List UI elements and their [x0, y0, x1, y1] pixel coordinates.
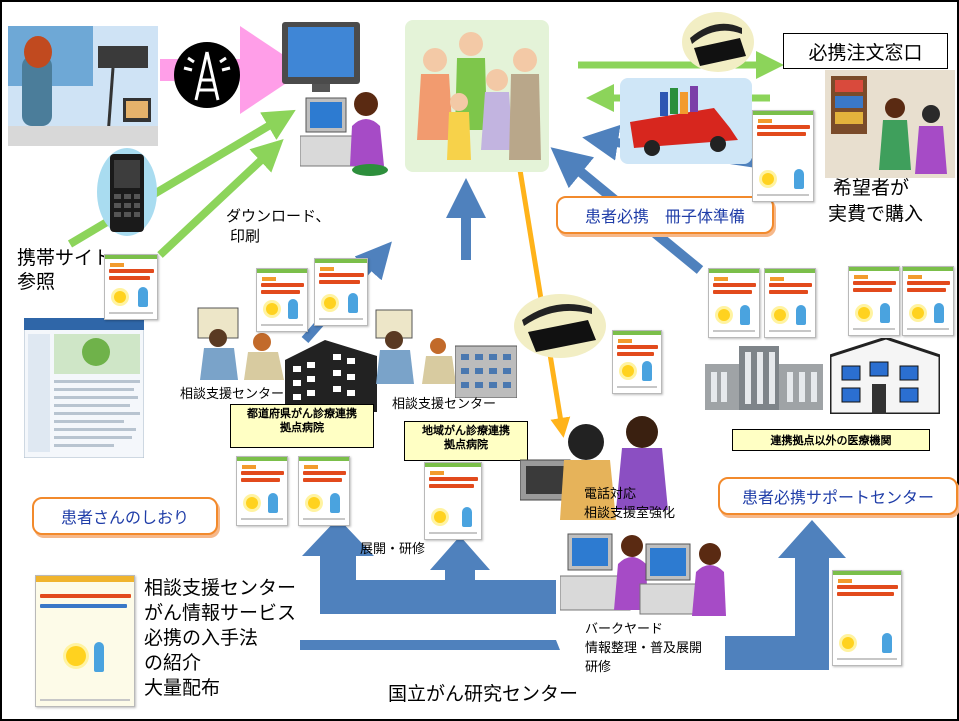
desktop-monitor-icon [282, 22, 360, 92]
booklet-icon [236, 456, 288, 526]
prefectural-hospital-line-1: 都道府県がん診療連携 [247, 407, 357, 420]
patient-guide-booklet [35, 575, 135, 707]
broadcast-tower-icon [172, 40, 242, 110]
booklet-icon [902, 266, 954, 336]
left-list-item-2: がん情報サービス [144, 602, 297, 624]
patient-guide-text: 患者さんのしおり [60, 508, 189, 527]
order-window-text: 必携注文窓口 [808, 41, 923, 64]
deploy-training-label: 展開・研修 [360, 542, 426, 557]
left-list-item-1: 相談支援センター [144, 577, 297, 599]
booklet-icon [752, 110, 814, 202]
phone-support-label: 電話対応 [584, 487, 637, 502]
print-label: 印刷 [230, 227, 261, 245]
backyard-label-1: バークヤード [585, 622, 664, 637]
order-window-label: 必携注文窓口 [783, 33, 948, 69]
left-list-item-4: の紹介 [144, 652, 202, 674]
consult-center-label-2: 相談支援センター [392, 397, 497, 412]
download-label: ダウンロード、 [226, 207, 331, 225]
buyer-label-1: 希望者が [833, 177, 910, 199]
blue-flow-mid [430, 536, 556, 598]
booklet-icon [764, 268, 816, 338]
other-institutions-box: 連携拠点以外の医療機関 [732, 429, 930, 451]
delivery-truck-icon [620, 78, 752, 164]
woman-at-computer-icon [559, 524, 730, 620]
reference-label: 参照 [17, 271, 56, 293]
support-center-text: 患者必携サポートセンター [741, 488, 934, 507]
clinic-building-icon [828, 336, 942, 416]
prefectural-hospital-line-2: 拠点病院 [280, 420, 324, 434]
bookstore-icon [825, 70, 955, 178]
meeting-icon [368, 306, 464, 384]
woman-at-computer-icon [299, 86, 396, 178]
meeting-icon [188, 302, 298, 380]
backyard-label-3: 研修 [585, 660, 612, 675]
consult-room-label: 相談支援室強化 [584, 506, 676, 521]
ncc-label: 国立がん研究センター [388, 683, 579, 705]
patient-guide-callout: 患者さんのしおり [32, 497, 218, 535]
booklet-icon [708, 268, 760, 338]
family-icon [405, 20, 549, 172]
booklet-icon [424, 462, 482, 540]
blue-flow-right [725, 520, 846, 670]
prefectural-hospital-box: 都道府県がん診療連携 拠点病院 [230, 404, 374, 448]
telephone-icon [680, 8, 756, 74]
website-screenshot-icon [23, 317, 145, 459]
buyer-label-2: 実費で購入 [828, 203, 924, 225]
regional-hospital-box: 地域がん診療連携 拠点病院 [404, 421, 528, 461]
hospital-building-icon [285, 340, 377, 412]
booklet-icon [104, 254, 158, 320]
left-list-item-5: 大量配布 [144, 677, 221, 699]
booklet-icon [314, 258, 368, 326]
green-arrow-site-to-pc [157, 139, 284, 258]
hospital-building-icon [705, 346, 823, 410]
backyard-label-2: 情報整理・普及展開 [585, 641, 703, 656]
left-list-item-3: 必携の入手法 [144, 627, 259, 649]
telephone-icon [512, 290, 608, 360]
support-center-callout: 患者必携サポートセンター [718, 477, 958, 515]
regional-hospital-line-1: 地域がん診療連携 [422, 424, 510, 437]
call-center-operators-icon [519, 410, 680, 520]
booklet-icon [612, 330, 662, 394]
green-arrow-phone-to-pc [67, 109, 296, 248]
booklet-prep-callout: 患者必携 冊子体準備 [556, 196, 774, 234]
regional-hospital-line-2: 拠点病院 [444, 437, 488, 451]
mobile-site-label: 携帯サイト [17, 247, 113, 269]
other-institutions-text: 連携拠点以外の医療機関 [770, 434, 892, 447]
booklet-prep-text: 患者必携 冊子体準備 [584, 207, 745, 226]
tv-studio-icon [8, 26, 158, 146]
hospital-building-icon [454, 338, 518, 399]
booklet-icon [298, 456, 350, 526]
mobile-phone-icon [96, 146, 158, 238]
booklet-icon [832, 570, 902, 666]
consult-center-label-1: 相談支援センター [180, 387, 285, 402]
booklet-icon [848, 266, 900, 336]
blue-flow-bottom [300, 640, 560, 650]
booklet-icon [256, 268, 308, 332]
